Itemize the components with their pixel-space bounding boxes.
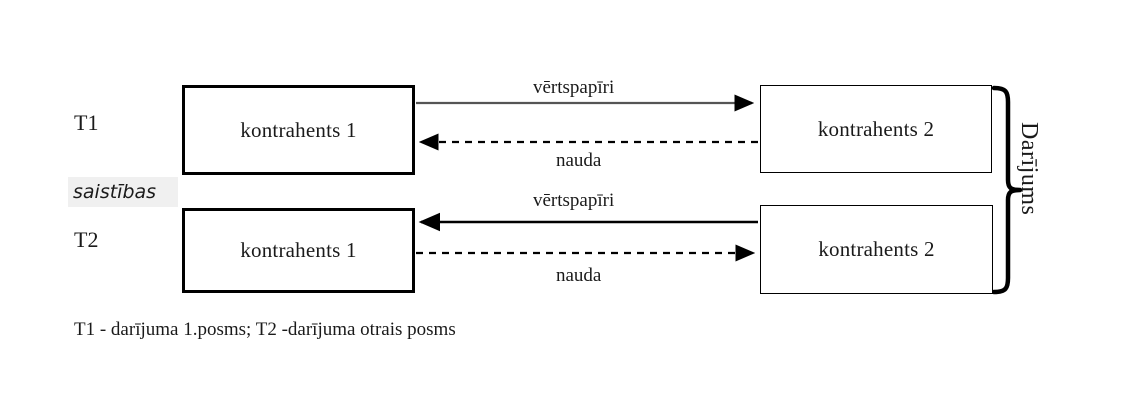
flow-label-t2-money: nauda [556,265,602,286]
flow-label-t2-securities: vērtspapīri [533,190,615,211]
row-label-t2: T2 [74,227,99,252]
obligation-label: saistības [68,177,178,207]
node-t1-counterparty-2: kontrahents 2 [760,85,992,173]
node-label: kontrahents 2 [817,116,935,141]
flow-label-t1-securities: vērtspapīri [533,77,615,98]
node-label: kontrahents 1 [240,117,357,142]
diagram-footnote: T1 - darījuma 1.posms; T2 -darījuma otra… [74,319,456,340]
node-label: kontrahents 1 [240,238,357,262]
node-t2-counterparty-2: kontrahents 2 [760,205,993,294]
node-t1-counterparty-1: kontrahents 1 [182,85,415,175]
flow-label-t1-money: nauda [556,150,602,171]
brace-label-transaction: Darījums [1016,122,1042,216]
node-t2-counterparty-1: kontrahents 1 [182,208,415,293]
node-label: kontrahents 2 [818,237,935,261]
row-label-t1: T1 [74,110,99,135]
